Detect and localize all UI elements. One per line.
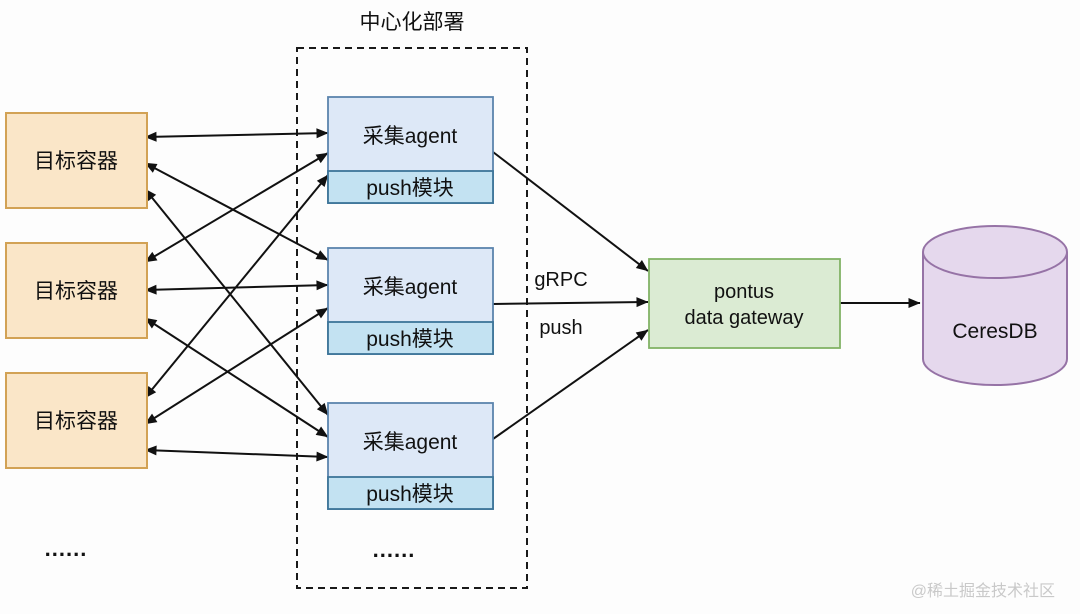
arrow-a2-gateway [492,297,649,308]
gateway-label-line1: pontus [714,281,774,303]
target-container-box [5,372,148,469]
ceresdb-database: CeresDB [922,225,1068,386]
diagram-title: 中心化部署 [360,11,465,34]
target-container-box [5,242,148,339]
arrow-a3-gateway [492,329,649,440]
grpc-label: gRPC [534,269,587,291]
arrow-a1-gateway [492,151,649,272]
agent-label: 采集agent [363,276,458,299]
arrow-c1-a1 [144,128,329,142]
target-container-label: 目标容器 [34,410,118,433]
gateway-box [648,258,841,349]
ellipsis-left: ...... [45,536,88,561]
ellipsis-center: ...... [373,537,416,562]
arrow-c3-a2 [144,307,329,425]
target-container-label: 目标容器 [34,280,118,303]
target-container-2: 目标容器 [5,242,148,339]
push-module-label: push模块 [366,328,454,351]
container-agent-arrows [144,128,329,462]
centralized-deployment-boundary [296,47,528,589]
collect-agent-2: 采集agent push模块 [327,247,494,355]
arrow-c3-a3 [144,445,329,462]
target-container-3: 目标容器 [5,372,148,469]
arrow-c1-a3 [144,188,329,416]
push-module-label: push模块 [366,177,454,200]
push-module-label: push模块 [366,483,454,506]
watermark: @稀土掘金技术社区 [911,582,1055,600]
arrow-c2-a3 [144,317,329,438]
target-container-1: 目标容器 [5,112,148,209]
db-label: CeresDB [952,320,1037,343]
push-module-box [327,476,494,510]
push-label: push [539,317,582,339]
target-container-label: 目标容器 [34,150,118,173]
db-cylinder-top [922,225,1068,279]
agent-gateway-arrows [492,151,649,440]
gateway-label-line2: data gateway [685,307,804,329]
collect-agent-1: 采集agent push模块 [327,96,494,204]
push-module-box [327,170,494,204]
pontus-data-gateway: pontus data gateway [648,258,841,349]
agent-label: 采集agent [363,125,458,148]
collect-agent-3: 采集agent push模块 [327,402,494,510]
push-module-box [327,321,494,355]
target-container-box [5,112,148,209]
db-cylinder-body [922,252,1068,386]
agent-label: 采集agent [363,431,458,454]
